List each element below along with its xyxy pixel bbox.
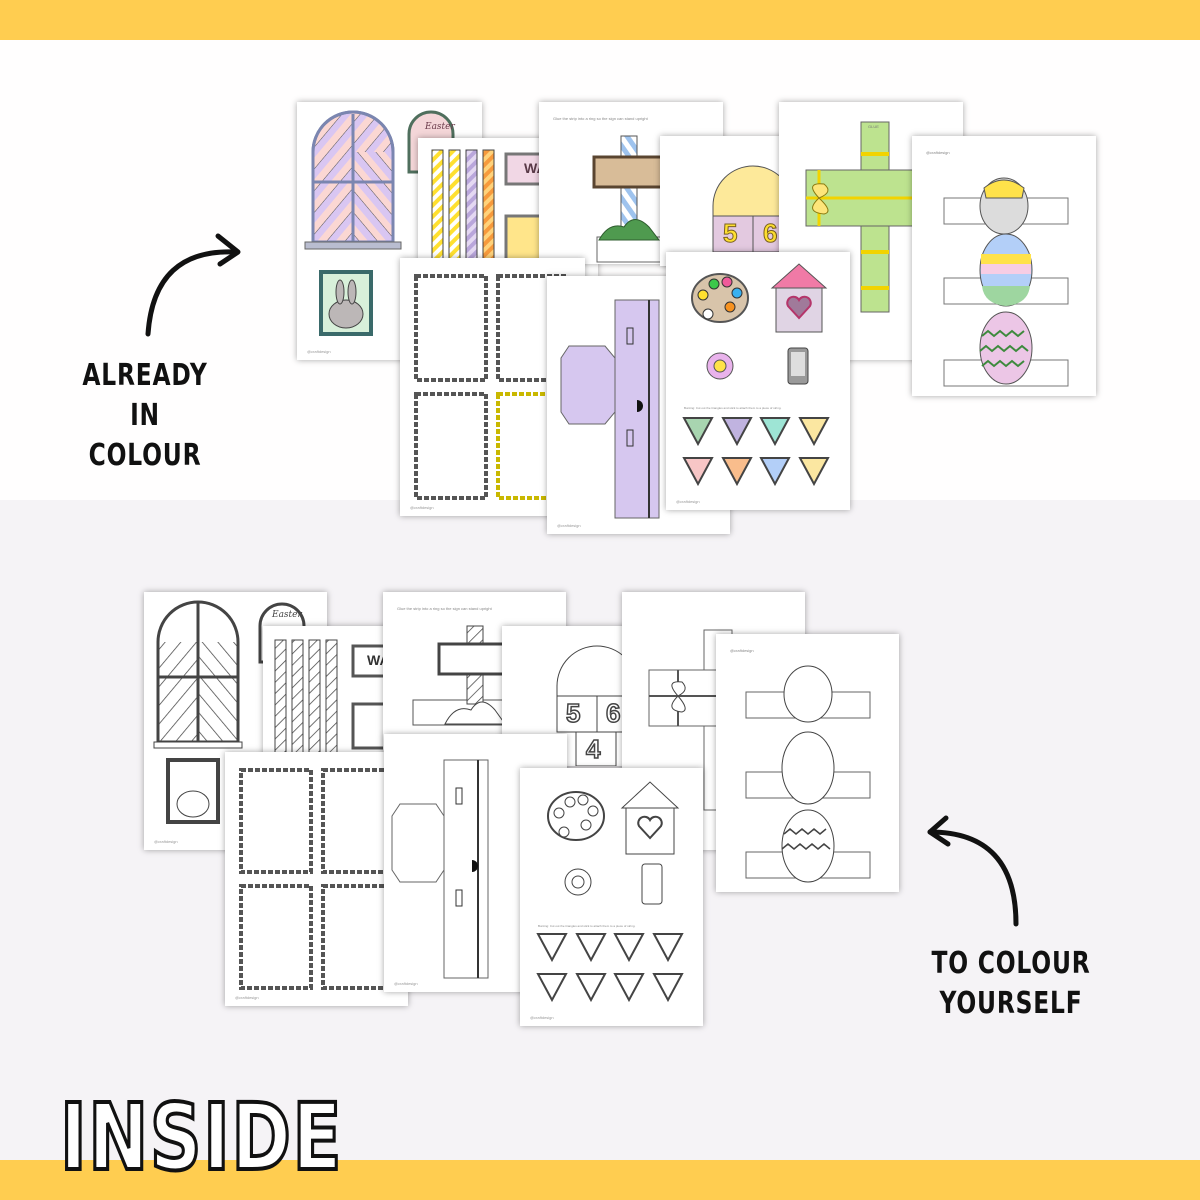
bunting-flags-bw [536, 932, 690, 1002]
palette-birdhouse-bunting-illustration [691, 263, 828, 385]
curved-arrow-right-icon [145, 233, 241, 337]
box-net-outline-illustration [391, 759, 489, 979]
bunting-flag-icon [720, 417, 753, 446]
page-footer: @craftdesign [530, 1015, 554, 1020]
box-tab-label: GLUE [868, 124, 879, 129]
page-house-bw: 5 6 4 [502, 626, 632, 766]
page-footer: @craftdesign [235, 995, 259, 1000]
bunting-flag-icon [759, 417, 791, 446]
page-egg-holders-colour: @craftdesign [912, 136, 1096, 396]
page-footer: @craftdesign [410, 505, 434, 510]
purple-box-net-illustration [560, 299, 660, 519]
bunting-flag-icon [797, 417, 830, 446]
bunting-flag-icon [574, 973, 607, 1002]
page-footer: @craftdesign [557, 523, 581, 528]
curved-arrow-left-icon [927, 815, 1019, 927]
bunting-flag-icon [613, 973, 645, 1002]
window-sign-text: Easter [272, 610, 302, 620]
house-number-6: 6 [605, 697, 621, 729]
page-footer: @craftdesign [926, 150, 950, 155]
page-footer: @craftdesign [307, 349, 331, 354]
page-frames-bw: @craftdesign [225, 752, 408, 1006]
bunting-flag-icon [759, 457, 791, 486]
bunting-flag-icon [682, 457, 714, 486]
page-footer: @craftdesign [154, 839, 178, 844]
page-footer: @craftdesign [676, 499, 700, 504]
page-egg-holders-bw: @craftdesign [716, 634, 899, 892]
page-house-colour: 5 6 [660, 136, 790, 266]
house-number-4: 4 [585, 733, 601, 765]
bunting-flag-icon [574, 933, 607, 962]
bunting-flag-icon [536, 973, 568, 1002]
top-accent-band [0, 0, 1200, 40]
gift-box-net-illustration [805, 121, 917, 313]
already-in-colour-label: ALREADY IN COLOUR [63, 356, 227, 476]
bunting-flag-icon [651, 933, 684, 962]
bunting-flag-icon [720, 457, 753, 486]
page-bunting-bw: Bunting: Cut out the triangles and stick… [520, 768, 703, 1026]
bunting-flag-icon [682, 417, 714, 446]
egg-holders-outline-illustration [745, 665, 871, 883]
bunting-instruction: Bunting: Cut out the triangles and stick… [684, 406, 782, 410]
bunting-instruction: Bunting: Cut out the triangles and stick… [538, 924, 636, 928]
house-number-6: 6 [762, 218, 778, 249]
palette-birdhouse-outline-illustration [547, 781, 680, 905]
bunting-flag-icon [651, 973, 684, 1002]
to-colour-yourself-label: TO COLOUR YOURSELF [929, 944, 1093, 1024]
bunting-flags-colour [682, 416, 836, 486]
bunting-flag-icon [536, 933, 568, 962]
frames-outline-illustration [239, 768, 395, 990]
bunting-flag-icon [797, 457, 830, 486]
house-number-5: 5 [565, 697, 581, 729]
label-line-2: YOURSELF [939, 986, 1083, 1021]
page-footer: @craftdesign [394, 981, 418, 986]
label-line-1: ALREADY IN [82, 358, 208, 433]
signpost-instruction: Glue the strip into a ring so the sign c… [397, 606, 492, 611]
signpost-instruction: Glue the strip into a ring so the sign c… [553, 116, 648, 121]
window-sign-text: Easter [425, 122, 455, 132]
page-footer: @craftdesign [730, 648, 754, 653]
bunting-flag-icon [613, 933, 645, 962]
page-bunting-colour: Bunting: Cut out the triangles and stick… [666, 252, 850, 510]
label-line-1: TO COLOUR [931, 946, 1091, 981]
bottom-accent-band [0, 1160, 1200, 1200]
label-line-2: COLOUR [88, 438, 202, 473]
window-illustration [304, 110, 455, 336]
house-number-outline-illustration [556, 645, 632, 766]
inside-title: INSIDE [58, 1084, 344, 1191]
house-number-5: 5 [722, 218, 738, 249]
egg-holders-illustration [943, 177, 1069, 387]
